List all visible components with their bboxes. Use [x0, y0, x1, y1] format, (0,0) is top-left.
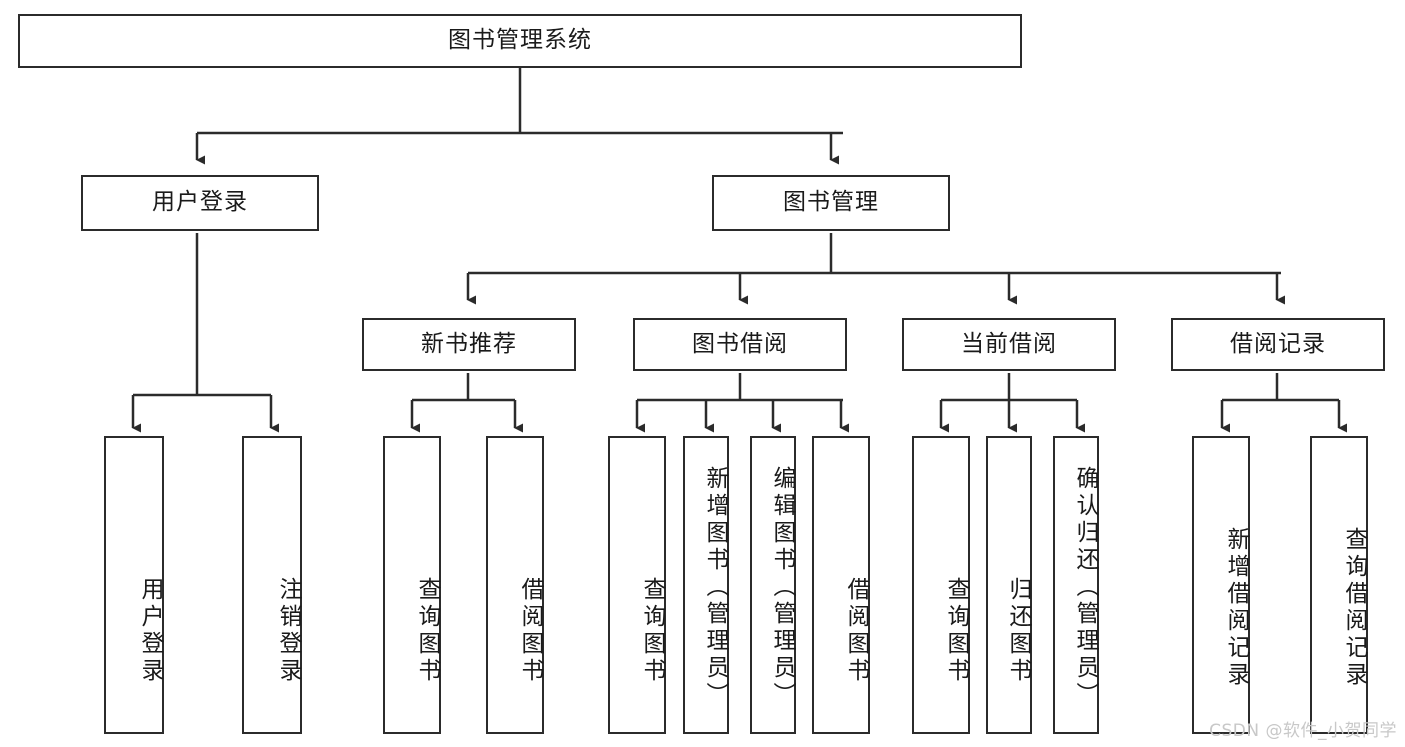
leaf-query-book-2-label: 查询图书 [639, 577, 665, 685]
leaf-edit-book[interactable]: 编辑图书（管理员） [750, 436, 796, 734]
leaf-logout[interactable]: 注销登录 [242, 436, 302, 734]
node-root[interactable]: 图书管理系统 [18, 14, 1022, 68]
leaf-borrow-book-2-label: 借阅图书 [843, 577, 869, 685]
node-book-manage-label: 图书管理 [783, 189, 879, 216]
node-borrow-record[interactable]: 借阅记录 [1171, 318, 1385, 371]
leaf-query-book-2[interactable]: 查询图书 [608, 436, 666, 734]
leaf-borrow-book-1-label: 借阅图书 [517, 577, 543, 685]
leaf-user-login[interactable]: 用户登录 [104, 436, 164, 734]
leaf-add-book[interactable]: 新增图书（管理员） [683, 436, 729, 734]
leaf-confirm-return[interactable]: 确认归还（管理员） [1053, 436, 1099, 734]
node-book-manage[interactable]: 图书管理 [712, 175, 950, 231]
leaf-add-record-label: 新增借阅记录 [1223, 527, 1249, 689]
leaf-query-record-label: 查询借阅记录 [1341, 527, 1367, 689]
node-book-borrow[interactable]: 图书借阅 [633, 318, 847, 371]
node-current-borrow[interactable]: 当前借阅 [902, 318, 1116, 371]
leaf-borrow-book-2[interactable]: 借阅图书 [812, 436, 870, 734]
node-user-login-label: 用户登录 [152, 189, 248, 216]
node-book-borrow-label: 图书借阅 [692, 330, 788, 357]
leaf-edit-book-label: 编辑图书（管理员） [769, 465, 795, 709]
leaf-query-book-1-label: 查询图书 [414, 577, 440, 685]
leaf-query-book-3[interactable]: 查询图书 [912, 436, 970, 734]
leaf-logout-label: 注销登录 [275, 577, 301, 685]
leaf-borrow-book-1[interactable]: 借阅图书 [486, 436, 544, 734]
node-root-label: 图书管理系统 [448, 27, 592, 54]
node-new-book-rec-label: 新书推荐 [421, 330, 517, 357]
leaf-add-record[interactable]: 新增借阅记录 [1192, 436, 1250, 734]
leaf-add-book-label: 新增图书（管理员） [702, 465, 728, 709]
leaf-query-book-1[interactable]: 查询图书 [383, 436, 441, 734]
leaf-return-book[interactable]: 归还图书 [986, 436, 1032, 734]
leaf-return-book-label: 归还图书 [1005, 577, 1031, 685]
leaf-confirm-return-label: 确认归还（管理员） [1072, 465, 1098, 709]
leaf-query-book-3-label: 查询图书 [943, 577, 969, 685]
node-current-borrow-label: 当前借阅 [961, 330, 1057, 357]
node-user-login[interactable]: 用户登录 [81, 175, 319, 231]
watermark: CSDN @软件_小贺同学 [1209, 721, 1397, 741]
node-borrow-record-label: 借阅记录 [1230, 330, 1326, 357]
leaf-user-login-label: 用户登录 [137, 577, 163, 685]
node-new-book-rec[interactable]: 新书推荐 [362, 318, 576, 371]
leaf-query-record[interactable]: 查询借阅记录 [1310, 436, 1368, 734]
